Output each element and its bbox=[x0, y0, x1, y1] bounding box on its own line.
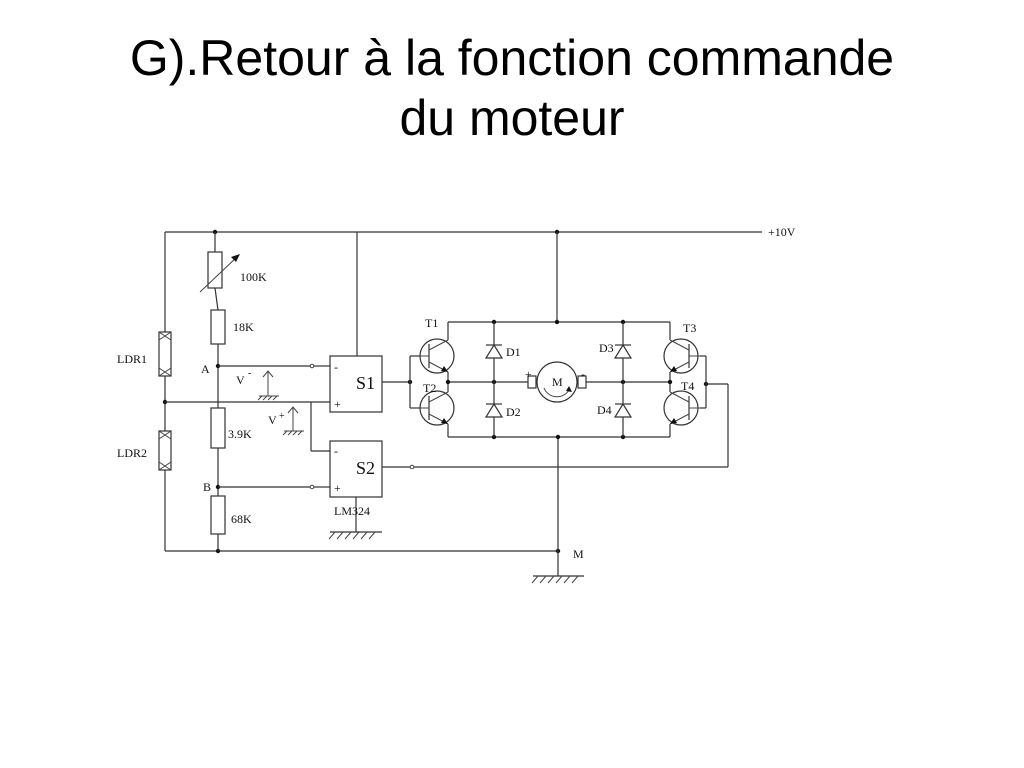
diode-d4 bbox=[613, 382, 633, 437]
transistor-t4-label: T4 bbox=[681, 379, 694, 393]
node-a-label: A bbox=[201, 362, 210, 376]
supply-rail bbox=[165, 229, 762, 235]
resistor-100k-label: 100K bbox=[240, 270, 267, 284]
slide-title: G).Retour à la fonction commande du mote… bbox=[0, 28, 1024, 148]
resistor-68k bbox=[210, 495, 226, 535]
node-b-label: B bbox=[203, 480, 211, 494]
motor-plus: + bbox=[525, 367, 532, 381]
comparator-s2-plus: + bbox=[334, 481, 341, 495]
reference-v-minus bbox=[257, 370, 279, 401]
resistor-18k-label: 18K bbox=[233, 320, 254, 334]
node-b bbox=[215, 484, 330, 490]
transistor-t3 bbox=[663, 338, 700, 374]
comparator-s1 bbox=[329, 232, 383, 413]
comparator-s1-plus: + bbox=[334, 397, 341, 411]
diode-d2-label: D2 bbox=[506, 405, 521, 419]
motor bbox=[527, 361, 587, 403]
ldr2 bbox=[158, 430, 172, 471]
title-line-1: G).Retour à la fonction commande bbox=[129, 30, 895, 86]
transistor-t3-label: T3 bbox=[683, 321, 696, 335]
ground-label: M bbox=[573, 547, 584, 561]
comparator-s2-minus: - bbox=[334, 444, 338, 458]
ldr1 bbox=[158, 331, 172, 377]
node-a bbox=[215, 363, 330, 369]
lm324-ground bbox=[328, 497, 382, 540]
ground-rail bbox=[165, 437, 584, 584]
comparator-s1-minus: - bbox=[334, 360, 338, 374]
diode-d1 bbox=[484, 322, 504, 382]
resistor-68k-label: 68K bbox=[231, 512, 252, 526]
ldr2-label: LDR2 bbox=[117, 446, 147, 460]
h-bridge-rails bbox=[445, 232, 673, 440]
transistor-t2-label: T2 bbox=[423, 381, 436, 395]
comparator-s2 bbox=[310, 402, 383, 498]
transistor-t2 bbox=[419, 390, 455, 426]
s1-output-wire bbox=[382, 355, 420, 409]
transistor-t4 bbox=[663, 390, 700, 426]
transistor-t1-label: T1 bbox=[425, 316, 438, 330]
reference-v-plus-sign: + bbox=[279, 411, 285, 422]
motor-minus: - bbox=[581, 367, 585, 381]
diode-d1-label: D1 bbox=[506, 345, 521, 359]
ldr-branch-wire bbox=[162, 232, 330, 551]
comparator-s1-label: S1 bbox=[356, 373, 375, 393]
motor-label: M bbox=[552, 375, 563, 389]
s2-output-wire bbox=[382, 355, 729, 470]
ldr1-label: LDR1 bbox=[117, 352, 147, 366]
supply-label: +10V bbox=[768, 225, 796, 239]
diode-d3 bbox=[613, 322, 633, 382]
diode-d4-label: D4 bbox=[597, 403, 612, 417]
diode-d2 bbox=[484, 382, 504, 437]
transistor-t1 bbox=[419, 338, 455, 374]
reference-v-plus-label: V bbox=[268, 413, 277, 427]
potentiometer-100k bbox=[199, 251, 240, 293]
reference-v-minus-sign: - bbox=[248, 368, 251, 379]
diode-d3-label: D3 bbox=[599, 341, 614, 355]
comparator-s2-label: S2 bbox=[356, 458, 375, 478]
title-line-2: du moteur bbox=[399, 90, 625, 146]
resistor-3-9k-label: 3.9K bbox=[228, 427, 252, 441]
reference-v-plus bbox=[282, 406, 304, 436]
resistor-18k bbox=[210, 309, 226, 345]
lm324-label: LM324 bbox=[334, 504, 370, 518]
resistor-3-9k bbox=[210, 407, 226, 449]
reference-v-minus-label: V bbox=[236, 373, 245, 387]
